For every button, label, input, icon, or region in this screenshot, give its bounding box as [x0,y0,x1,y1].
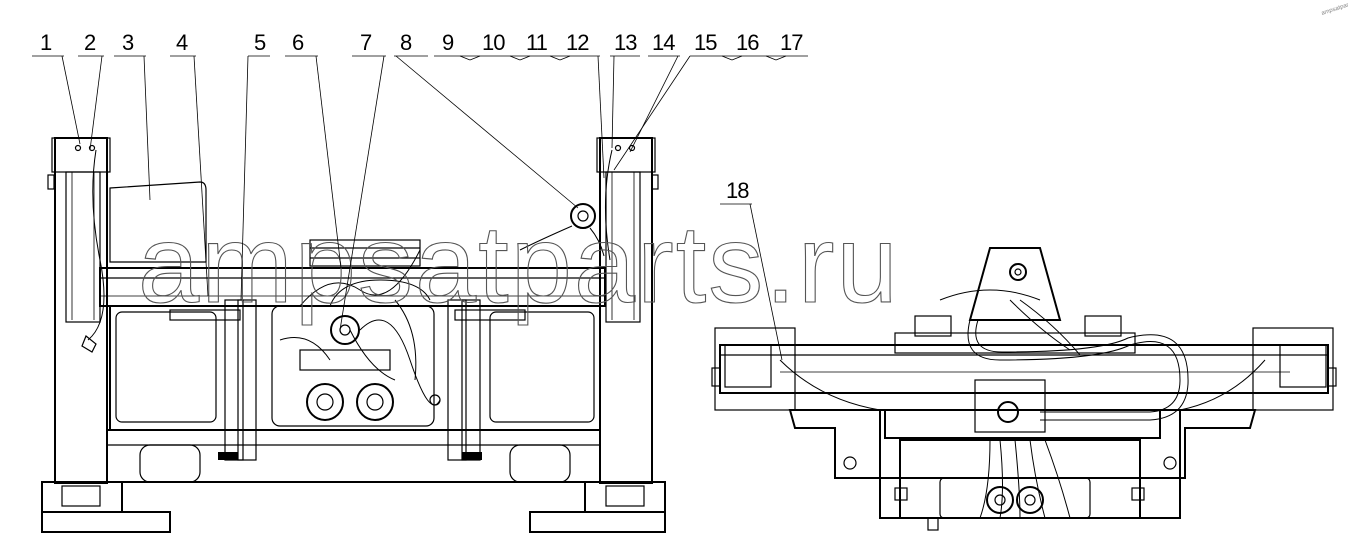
corner-mark: ampsatparts.ru [1321,0,1348,17]
left-view-frame [41,137,666,533]
callout-5: 5 [254,30,266,55]
callout-15: 15 [694,30,717,55]
callout-1: 1 [40,30,52,55]
callout-leaders [32,55,808,361]
callout-9: 9 [442,30,454,55]
callout-2: 2 [84,30,96,55]
right-view-frame [711,247,1337,519]
callout-numbers: 1 2 3 4 5 6 7 8 9 10 11 12 13 14 15 16 1… [40,30,804,203]
callout-11: 11 [526,30,548,55]
callout-14: 14 [652,30,675,55]
callout-10: 10 [482,30,505,55]
item-8-pump [519,203,605,257]
callout-12: 12 [566,30,589,55]
callout-6: 6 [292,30,304,55]
callout-8: 8 [400,30,412,55]
left-view-fittings [47,144,659,353]
callout-17: 17 [780,30,803,55]
callout-16: 16 [736,30,759,55]
left-view-pump-assembly [271,239,441,427]
callout-4: 4 [176,30,188,55]
right-view-hoses [779,289,1266,519]
tank-outline [109,181,207,263]
callout-13: 13 [614,30,637,55]
watermark: ampsatparts.ru [138,203,900,326]
callout-18: 18 [726,178,749,203]
callout-3: 3 [122,30,134,55]
right-view-pump [894,477,1145,531]
callout-7: 7 [360,30,372,55]
